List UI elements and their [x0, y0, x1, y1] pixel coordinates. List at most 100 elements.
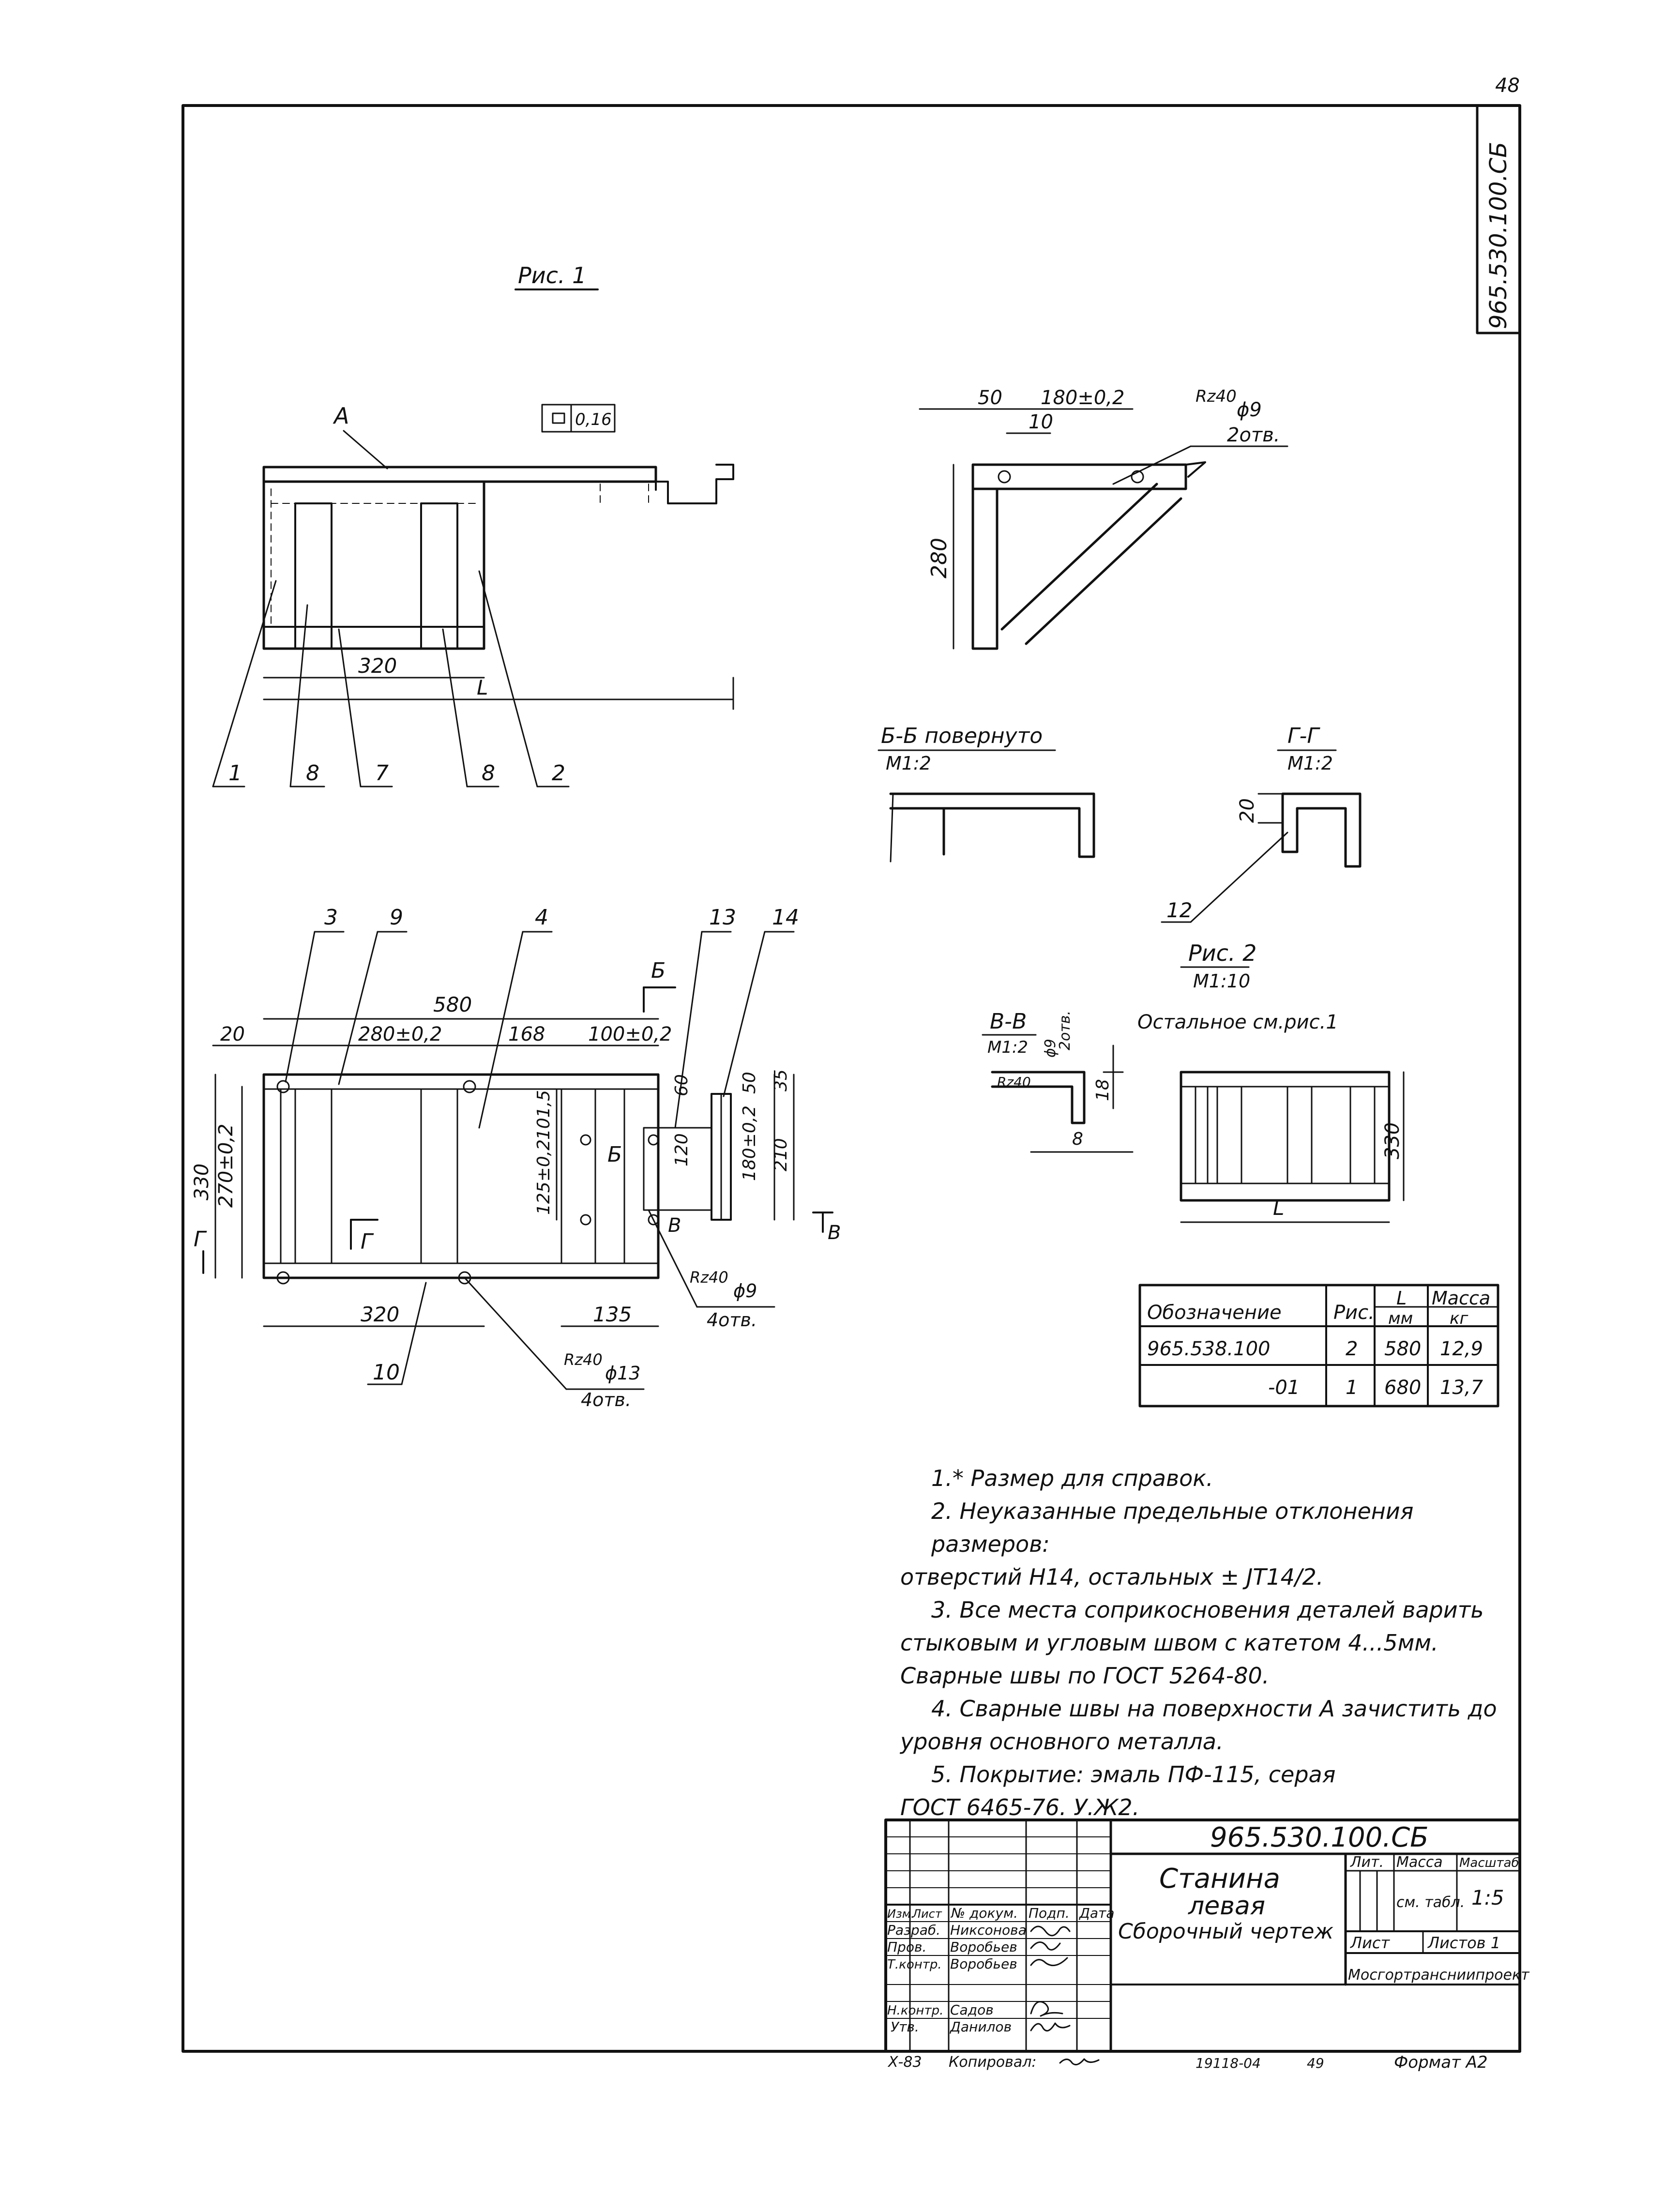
note-line-10: ГОСТ 6465-76. У.Ж2.: [900, 1794, 1140, 1820]
plan-dim-168: 168: [508, 1023, 545, 1045]
bottom-strip: Х-83 Копировал: 19118-04 49 Формат А2: [887, 2053, 1488, 2072]
front-dim-320: 320: [358, 654, 397, 678]
plan-callout-9: 9: [390, 905, 403, 930]
section-vv-count: 2отв.: [1057, 1011, 1074, 1050]
fig2-dim-330: 330: [1381, 1122, 1404, 1159]
note-line-1: 1.* Размер для справок.: [931, 1465, 1213, 1491]
section-gg-scale: М1:2: [1287, 753, 1333, 774]
tb-hdr-podp: Подп.: [1029, 1905, 1070, 1921]
table-header-mass-unit: кг: [1450, 1309, 1469, 1328]
sheet-frame: [182, 104, 1521, 2053]
technical-notes: 1.* Размер для справок. 2. Неуказанные п…: [900, 1462, 1529, 1824]
front-dim-l: L: [477, 676, 488, 699]
front-callout-7: 7: [375, 761, 389, 786]
bottom-copied: Копировал:: [949, 2054, 1037, 2071]
table-header-l-unit: мм: [1388, 1309, 1413, 1328]
fig2-note: Остальное см.рис.1: [1137, 1011, 1338, 1033]
table-row2-l: 680: [1384, 1377, 1421, 1399]
table-row2-fig: 1: [1346, 1377, 1358, 1399]
plan-holes-large-rough: Rz40: [564, 1350, 603, 1369]
variants-table: Обозначение Рис. L мм Масса кг 965.538.1…: [1138, 1284, 1499, 1408]
section-gg: Г-Г М1:2 20 12: [1161, 724, 1362, 923]
table-header-l: L: [1396, 1288, 1407, 1309]
side-dim-280: 280: [927, 538, 952, 578]
side-hole-rough: Rz40: [1196, 387, 1237, 406]
front-callout-8a: 8: [306, 761, 319, 786]
plan-section-b-mid: Б: [607, 1142, 622, 1167]
section-vv-title: В-В: [990, 1009, 1027, 1034]
side-dim-10: 10: [1029, 411, 1053, 433]
plan-holes-large-count: 4отв.: [581, 1389, 631, 1410]
plan-dim-20: 20: [220, 1023, 245, 1045]
bottom-mid-code: 19118-04: [1196, 2055, 1261, 2071]
plan-dim-280: 280±0,2: [358, 1023, 442, 1045]
plan-section-g-left: Г: [194, 1227, 207, 1252]
plan-callout-10: 10: [373, 1360, 400, 1385]
tb-name-line3: Сборочный чертеж: [1118, 1919, 1333, 1944]
section-vv-scale: М1:2: [987, 1038, 1028, 1057]
plan-dim-270: 270±0,2: [215, 1124, 237, 1208]
fig1-side-view: 50 180±0,2 10 Rz40 ϕ9 2отв. 280: [919, 387, 1288, 650]
tb-name-tkontr: Воробьев: [950, 1956, 1017, 1972]
front-callout-8b: 8: [482, 761, 495, 786]
note-line-6: Сварные швы по ГОСТ 5264-80.: [900, 1663, 1270, 1689]
plan-callout-3: 3: [324, 905, 338, 930]
plan-dim-210: 210: [771, 1138, 791, 1171]
section-bb-title: Б-Б повернуто: [881, 724, 1043, 748]
side-dim-180: 180±0,2: [1041, 387, 1124, 409]
plan-dim-100: 100±0,2: [588, 1023, 672, 1045]
fig2-title: Рис. 2: [1188, 940, 1256, 966]
section-bb-scale: М1:2: [886, 753, 931, 774]
table-row1-fig: 2: [1346, 1338, 1358, 1360]
fig1-plan-view: 3 9 4 13 14 Б Б 580 20 280±0,2 168 100±0…: [191, 905, 841, 1410]
note-line-7: 4. Сварные швы на поверхности А зачистит…: [931, 1696, 1497, 1722]
plan-section-b-top: Б: [651, 958, 666, 983]
surface-label-a: А: [333, 403, 349, 429]
section-vv-rough: Rz40: [997, 1074, 1031, 1090]
tb-scale-val: 1:5: [1471, 1886, 1504, 1909]
tb-listov-label: Листов 1: [1427, 1934, 1500, 1952]
section-vv-dim-8: 8: [1072, 1129, 1083, 1149]
table-row1-mass: 12,9: [1440, 1338, 1483, 1360]
tb-list-label: Лист: [1350, 1934, 1390, 1952]
tb-mass-val: см. табл.: [1396, 1894, 1465, 1911]
table-header-mass: Масса: [1432, 1288, 1490, 1309]
table-header-designation: Обозначение: [1147, 1302, 1282, 1324]
side-hole-dia: ϕ9: [1237, 399, 1262, 421]
plan-callout-13: 13: [709, 905, 736, 930]
side-dim-50: 50: [978, 387, 1002, 409]
note-line-2: 2. Неуказанные предельные отклонения раз…: [931, 1498, 1414, 1557]
plan-dim-180: 180±0,2: [740, 1106, 759, 1181]
fig2-scale: М1:10: [1193, 970, 1250, 992]
tb-hdr-ndok: № докум.: [950, 1905, 1018, 1921]
plan-dim-330: 330: [191, 1164, 213, 1200]
tb-org: Мосгортрансниипроект: [1348, 1967, 1530, 1984]
tb-name-line2: левая: [1188, 1892, 1265, 1921]
table-row1-l: 580: [1384, 1338, 1421, 1360]
tb-role-utv: Утв.: [891, 2019, 919, 2035]
tb-signature-utv: [1030, 2022, 1071, 2032]
tb-signature-tkontr: [1030, 1957, 1068, 1967]
table-row2-designation: -01: [1268, 1377, 1300, 1399]
plan-section-v-right: В: [828, 1222, 841, 1244]
fig2-dim-l: L: [1273, 1196, 1284, 1220]
bottom-left-code: Х-83: [887, 2054, 922, 2071]
front-callout-2: 2: [552, 761, 565, 786]
plan-holes-small-rough: Rz40: [690, 1268, 728, 1287]
tb-signature-nkontr: [1030, 2001, 1063, 2017]
tb-massa: Масса: [1396, 1854, 1443, 1871]
tb-masshtab: Масштаб: [1459, 1856, 1519, 1870]
section-gg-callout-12: 12: [1166, 898, 1192, 922]
section-vv-dia: ϕ9: [1042, 1039, 1059, 1058]
section-bb: Б-Б повернуто М1:2: [878, 724, 1095, 863]
table-row1-designation: 965.538.100: [1147, 1338, 1270, 1360]
tb-name-utv: Данилов: [949, 2019, 1012, 2035]
flatness-value: 0,16: [575, 410, 612, 429]
title-block: Изм. Лист № докум. Подп. Дата Разраб. Пр…: [884, 1818, 1530, 2053]
tb-name-line1: Станина: [1159, 1863, 1280, 1894]
doc-code-vertical-box: 965.530.100.СБ: [1476, 104, 1521, 334]
copied-signature: [1059, 2058, 1100, 2066]
plan-holes-small-dia: ϕ9: [733, 1280, 757, 1302]
plan-dim-580: 580: [433, 993, 472, 1016]
table-header-fig: Рис.: [1333, 1302, 1375, 1324]
